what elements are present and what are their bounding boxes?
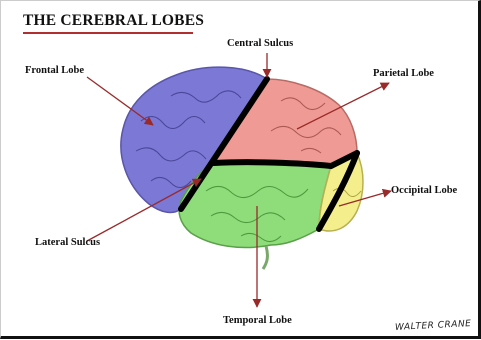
occipital-lobe-label: Occipital Lobe <box>391 185 457 196</box>
parietal-lobe-label: Parietal Lobe <box>373 68 434 79</box>
lateral-sulcus-label: Lateral Sulcus <box>35 237 100 248</box>
temporal-lobe-label: Temporal Lobe <box>223 315 292 326</box>
brainstem-shape <box>263 246 267 269</box>
central-sulcus-label: Central Sulcus <box>227 38 293 49</box>
frontal-lobe-label: Frontal Lobe <box>25 65 84 76</box>
